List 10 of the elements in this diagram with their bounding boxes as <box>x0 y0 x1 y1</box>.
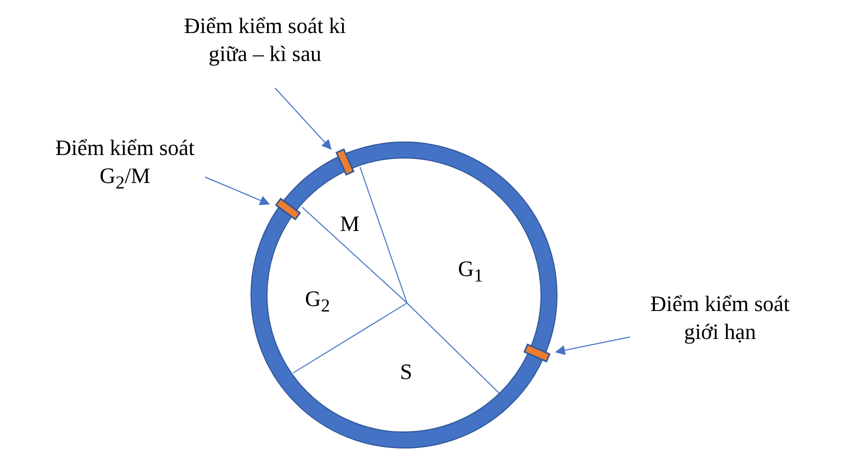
checkpoint-label: Điểm kiểm soát giới hạn <box>635 290 805 346</box>
phase-label: G$_{2}$ <box>305 285 330 318</box>
phase-label: G$_{1}$ <box>458 255 484 288</box>
phase-label: S <box>400 358 412 386</box>
leader-arrow <box>204 176 270 206</box>
checkpoint-label: Điểm kiểm soát G$_{2}$/M <box>40 134 210 196</box>
checkpoint-label: Điểm kiểm soát kì giữa – kì sau <box>180 12 350 68</box>
leader-arrow <box>274 88 332 150</box>
phase-label: M <box>340 210 360 238</box>
leader-arrow <box>555 336 630 356</box>
